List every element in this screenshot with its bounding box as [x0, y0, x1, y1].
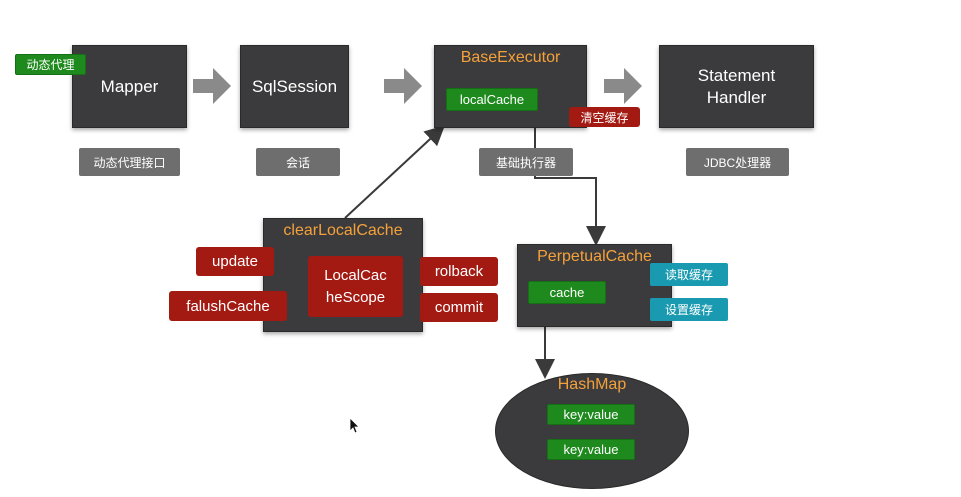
statement-handler-label: JDBC处理器	[686, 148, 789, 176]
commit-tag: commit	[420, 293, 498, 322]
local-cache-scope-box: LocalCac heScope	[308, 256, 403, 317]
executor-label: 基础执行器	[479, 148, 573, 176]
mapper-title: Mapper	[100, 77, 159, 96]
cache-badge: cache	[528, 281, 606, 304]
sqlsession-title: SqlSession	[251, 77, 338, 96]
sqlsession-label: 会话	[256, 148, 340, 176]
flow-arrow-1	[193, 68, 231, 104]
clear-cache-tag: 清空缓存	[569, 107, 640, 127]
write-cache-tag: 设置缓存	[650, 298, 728, 321]
update-tag: update	[196, 247, 274, 276]
rollback-tag: rolback	[420, 257, 498, 286]
hashmap-entry-1: key:value	[547, 404, 635, 425]
base-executor-box: BaseExecutor	[434, 45, 587, 128]
mapper-box: Mapper	[72, 45, 187, 128]
statement-handler-box: Statement Handler	[659, 45, 814, 128]
perpetual-cache-title: PerpetualCache	[537, 248, 652, 265]
flow-arrow-2	[384, 68, 422, 104]
read-cache-tag: 读取缓存	[650, 263, 728, 286]
hashmap-ellipse: HashMap	[495, 373, 689, 489]
mouse-cursor-icon	[349, 417, 360, 434]
statement-handler-title-line1: Statement	[697, 66, 776, 85]
base-executor-title: BaseExecutor	[460, 49, 561, 66]
hashmap-entry-2: key:value	[547, 439, 635, 460]
clear-local-cache-title: clearLocalCache	[283, 222, 403, 239]
sqlsession-box: SqlSession	[240, 45, 349, 128]
localcache-to-perpetual-line	[534, 111, 606, 246]
statement-handler-title-line2: Handler	[706, 88, 767, 107]
local-cache-badge: localCache	[446, 88, 538, 111]
clear-to-executor-line	[344, 125, 445, 219]
flush-cache-tag: falushCache	[169, 291, 287, 321]
hashmap-title: HashMap	[557, 376, 627, 393]
flow-arrow-3	[604, 68, 642, 104]
dynamic-proxy-tag: 动态代理	[15, 54, 86, 75]
local-cache-scope-line2: heScope	[325, 288, 386, 306]
local-cache-scope-line1: LocalCac	[324, 266, 387, 284]
mapper-label: 动态代理接口	[79, 148, 180, 176]
